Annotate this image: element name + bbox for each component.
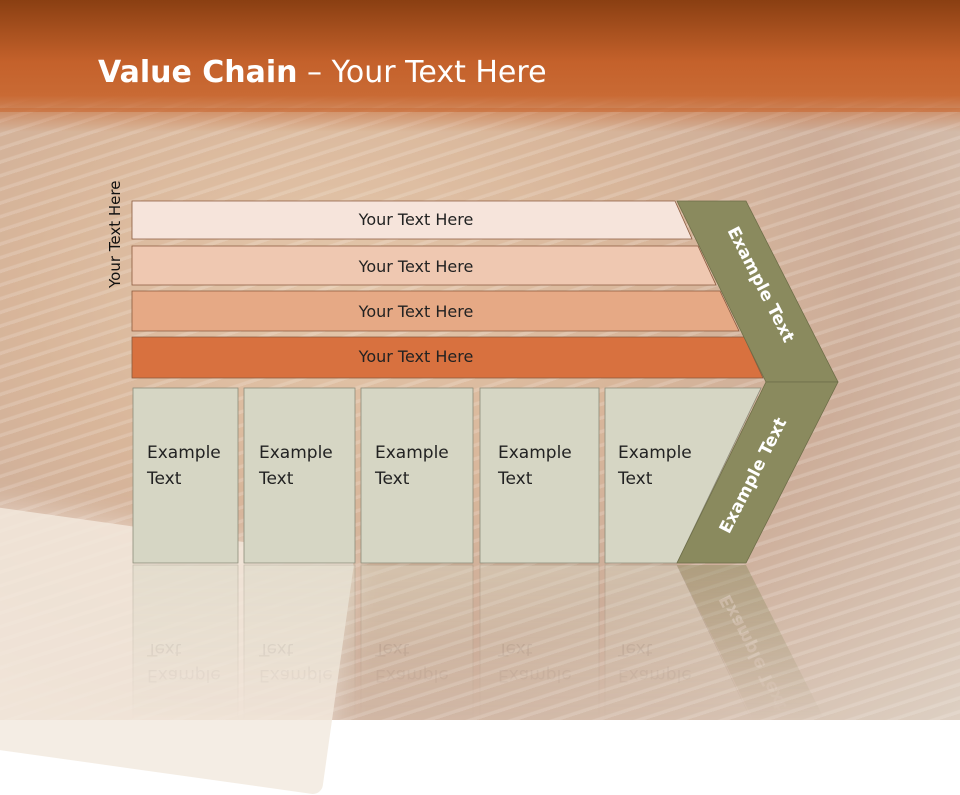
activity-cell-3-line1: Example: [375, 443, 449, 463]
title-bar: [0, 0, 960, 112]
activity-cell-2-box: [243, 387, 356, 564]
margin-chevron: Example Text Example Text: [676, 200, 839, 564]
reflection-cell-4: [479, 564, 600, 720]
activity-cell-3-box: [360, 387, 474, 564]
activity-cell-4-box: [479, 387, 600, 564]
title-bar-fade: [0, 108, 960, 132]
row-band-3: Your Text Here: [131, 290, 740, 332]
reflection-cell-5-line1: Example: [618, 665, 692, 685]
row-band-1-label: Your Text Here: [358, 210, 474, 229]
activity-cell-1-box: [132, 387, 239, 564]
row-band-2: Your Text Here: [131, 245, 717, 286]
margin-chevron-lower: [676, 381, 839, 564]
activity-cell-4-line1: Example: [498, 443, 572, 463]
reflection-cell-2-line2: Text: [258, 639, 294, 659]
diagram-reflection: Example Text Example Text Example Text E…: [132, 564, 825, 720]
row-band-3-shape: [131, 290, 740, 332]
row-band-1: Your Text Here: [131, 200, 693, 240]
row-band-3-label: Your Text Here: [358, 302, 474, 321]
reflection-chevron: [677, 565, 825, 720]
row-band-1-shape: [131, 200, 693, 240]
activity-cell-5-line2: Text: [617, 469, 653, 489]
activity-cell-5-line1: Example: [618, 443, 692, 463]
reflection-cell-1-line2: Text: [146, 639, 182, 659]
activity-cell-2-line1: Example: [259, 443, 333, 463]
activity-cell-4: Example Text: [479, 387, 600, 564]
row-band-4-label: Your Text Here: [358, 347, 474, 366]
reflection-cell-3-line2: Text: [374, 639, 410, 659]
row-band-4: Your Text Here: [131, 336, 764, 379]
reflection-cell-4-line1: Example: [498, 665, 572, 685]
activity-cell-1-line2: Text: [146, 469, 182, 489]
value-chain-diagram: Your Text Here Your Text Here Your Text …: [131, 200, 839, 720]
reflection-cell-2: [243, 564, 356, 720]
reflection-cell-5-line2: Text: [617, 639, 653, 659]
activity-cell-1-line1: Example: [147, 443, 221, 463]
reflection-cell-4-line2: Text: [497, 639, 533, 659]
reflection-cell-2-line1: Example: [259, 665, 333, 685]
slide-title: Value Chain – Your Text Here: [98, 55, 547, 90]
reflection-cell-3-line1: Example: [375, 665, 449, 685]
activity-cell-4-line2: Text: [497, 469, 533, 489]
slide-title-bold: Value Chain: [98, 55, 298, 90]
reflection-cell-3: [360, 564, 474, 720]
row-band-4-shape: [131, 336, 764, 379]
activity-cell-2-line2: Text: [258, 469, 294, 489]
slide-title-rest: – Your Text Here: [297, 55, 547, 90]
activity-cell-3: Example Text: [360, 387, 474, 564]
activity-cell-2: Example Text: [243, 387, 356, 564]
reflection-cell-1-line1: Example: [147, 665, 221, 685]
row-band-2-shape: [131, 245, 717, 286]
reflection-cell-1: [132, 564, 239, 720]
row-band-2-label: Your Text Here: [358, 257, 474, 276]
activity-cell-1: Example Text: [132, 387, 239, 564]
activity-cell-3-line2: Text: [374, 469, 410, 489]
